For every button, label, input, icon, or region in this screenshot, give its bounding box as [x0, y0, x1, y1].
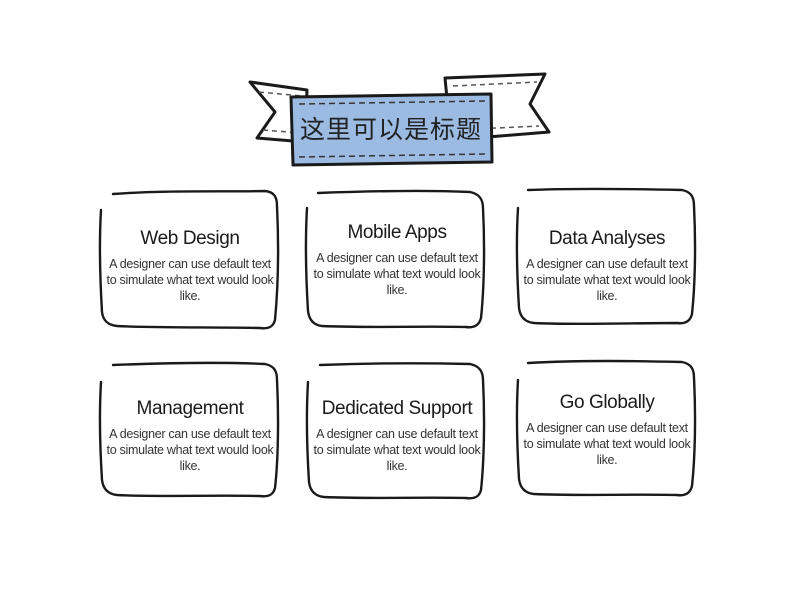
card-body: A designer can use default text to simul… [106, 427, 274, 473]
ribbon-center-band [289, 92, 494, 167]
page-title: 这里可以是标题 [299, 115, 482, 144]
card-body: A designer can use default text to simul… [523, 257, 691, 303]
card-frame [98, 189, 280, 330]
card-frame [515, 187, 697, 326]
card-title: Mobile Apps [347, 222, 447, 243]
card-body: A designer can use default text to simul… [313, 427, 481, 473]
card-frame [305, 362, 486, 500]
title-ribbon [248, 72, 551, 167]
card-title: Dedicated Support [321, 398, 473, 419]
card-body: A designer can use default text to simul… [523, 421, 691, 467]
card-frame [515, 359, 697, 497]
card-title: Web Design [140, 228, 240, 249]
card-dedicated-support: Dedicated Support A designer can use def… [302, 360, 492, 510]
card-go-globally: Go Globally A designer can use default t… [512, 358, 702, 508]
card-title: Go Globally [559, 392, 655, 413]
card-data-analyses: Data Analyses A designer can use default… [512, 186, 702, 336]
card-mobile-apps: Mobile Apps A designer can use default t… [302, 188, 492, 338]
card-frame [304, 189, 486, 329]
card-frame [98, 361, 280, 498]
card-title: Management [136, 398, 244, 419]
card-management: Management A designer can use default te… [95, 360, 285, 510]
card-body: A designer can use default text to simul… [106, 257, 274, 303]
card-title: Data Analyses [548, 228, 666, 249]
card-web-design: Web Design A designer can use default te… [95, 188, 285, 338]
card-body: A designer can use default text to simul… [313, 251, 481, 297]
